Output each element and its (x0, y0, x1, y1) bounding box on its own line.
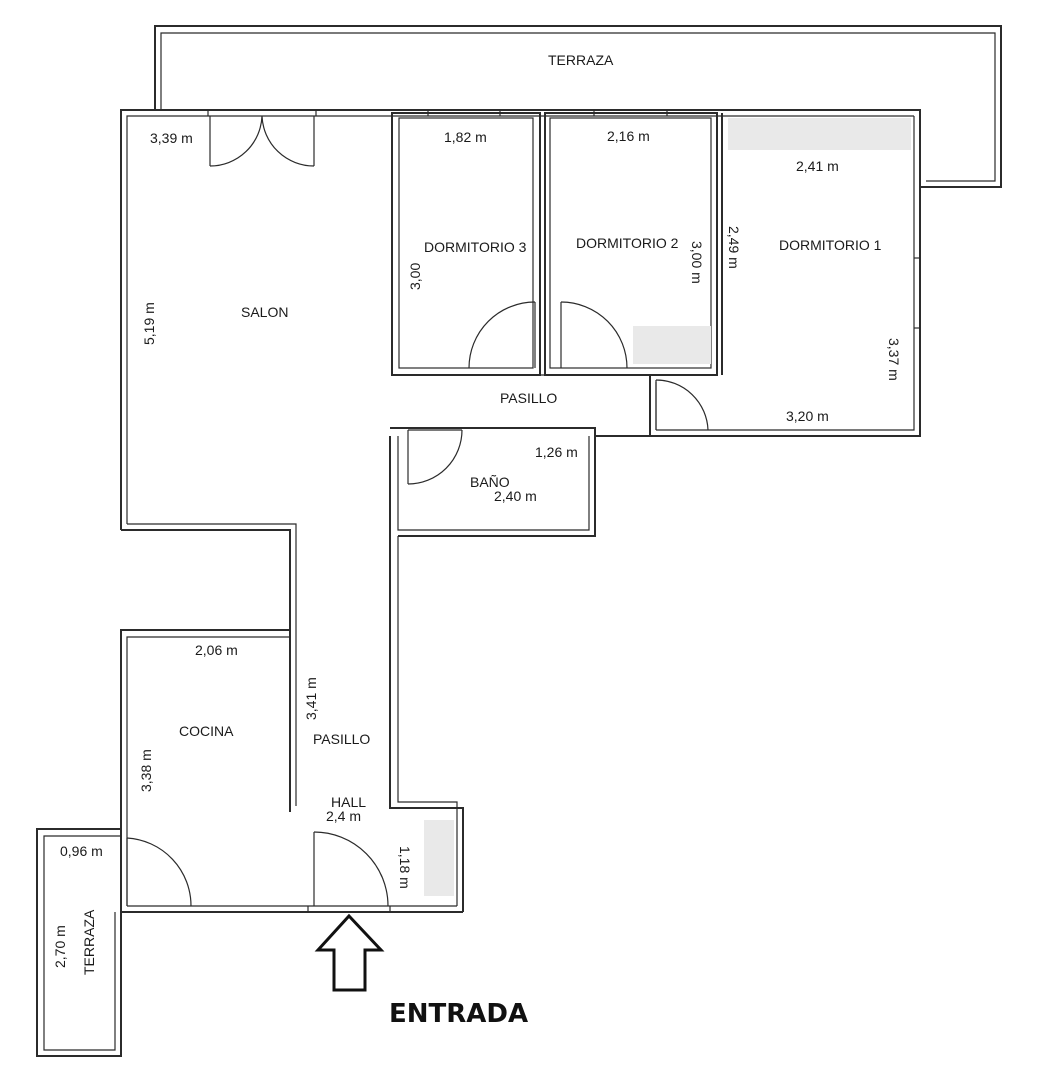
dim-dorm1-depth-right: 3,37 m (886, 338, 902, 381)
dim-dorm3-length: 3,00 (407, 263, 423, 290)
room-label-dormitorio-2: DORMITORIO 2 (576, 235, 679, 251)
blurred-patch (728, 118, 911, 150)
dim-terraza-side-length: 2,70 m (52, 925, 68, 968)
dim-pasillo-length: 3,41 m (303, 677, 319, 720)
dim-hall-width: 2,4 m (326, 808, 361, 824)
dim-salon-width: 3,39 m (150, 130, 193, 146)
room-label-salon: SALON (241, 304, 288, 320)
room-label-pasillo-upper: PASILLO (500, 390, 557, 406)
room-label-bano: BAÑO (470, 474, 510, 490)
terraza-top-area (154, 25, 1002, 188)
dim-salon-length: 5,19 m (141, 302, 157, 345)
dim-cocina-length: 3,38 m (138, 749, 154, 792)
room-label-dormitorio-3: DORMITORIO 3 (424, 239, 527, 255)
outer-walls (120, 109, 921, 913)
dim-dorm1-depth-left: 2,49 m (726, 226, 742, 269)
dim-dorm3-width: 1,82 m (444, 129, 487, 145)
dim-bano-length: 2,40 m (494, 488, 537, 504)
doors (126, 115, 709, 907)
room-label-terraza-side: TERRAZA (81, 909, 97, 975)
room-label-hall: HALL (331, 794, 366, 810)
entrance-label: ENTRADA (389, 999, 528, 1029)
dim-dorm1-width-top: 2,41 m (796, 158, 839, 174)
window-marks (207, 110, 668, 912)
dim-hall-depth: 1,18 m (397, 846, 413, 889)
room-label-cocina: COCINA (179, 723, 234, 739)
terraza-side-area (36, 828, 122, 1057)
dim-bano-width: 1,26 m (535, 444, 578, 460)
dim-terraza-side-width: 0,96 m (60, 843, 103, 859)
blurred-patch (633, 326, 711, 364)
dim-cocina-width: 2,06 m (195, 642, 238, 658)
dim-dorm2-length: 3,00 m (689, 241, 705, 284)
room-label-pasillo-lower: PASILLO (313, 731, 370, 747)
bedroom-walls (391, 112, 920, 436)
room-label-dormitorio-1: DORMITORIO 1 (779, 237, 882, 253)
dim-dorm1-width-bottom: 3,20 m (786, 408, 829, 424)
blurred-patch (424, 820, 454, 896)
room-label-terraza-top: TERRAZA (548, 52, 614, 68)
up-arrow-icon (314, 913, 385, 992)
dim-dorm2-width: 2,16 m (607, 128, 650, 144)
